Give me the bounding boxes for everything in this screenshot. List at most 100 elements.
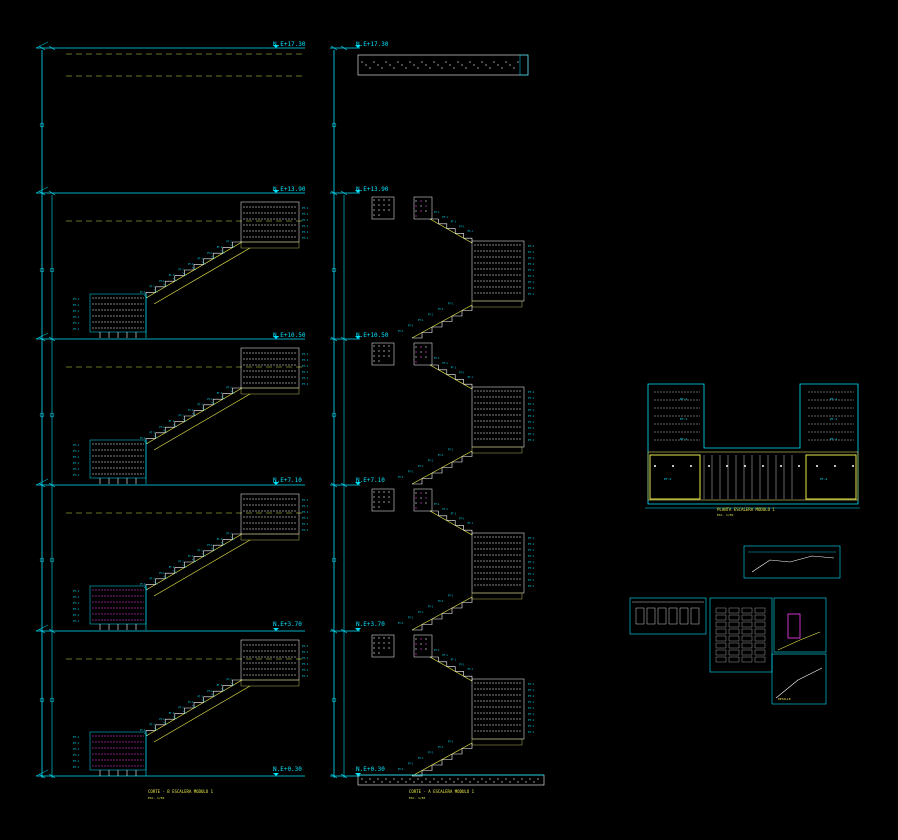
rebar-tag: PT-1 — [302, 212, 309, 216]
cad-line — [48, 190, 56, 196]
stair-slab — [429, 656, 473, 682]
concrete-hatch — [425, 351, 427, 353]
concrete-hatch — [477, 67, 479, 69]
concrete-hatch — [425, 648, 427, 650]
cad-line — [163, 429, 168, 433]
cad-line — [340, 628, 348, 634]
plan-corridor — [647, 451, 859, 501]
stair-step — [462, 451, 473, 457]
concrete-hatch — [453, 67, 455, 69]
cad-line — [35, 769, 49, 777]
cad-line — [48, 773, 56, 779]
rebar-tag: PT-1 — [528, 438, 535, 442]
rebar-tag: PT-1 — [438, 308, 444, 311]
rebar-tag: PT-1 — [830, 397, 837, 401]
rebar-tag: PT-1 — [408, 471, 414, 474]
stair-step — [452, 748, 463, 755]
detail-cell — [728, 614, 740, 621]
rebar-tag: PT-1 — [302, 382, 309, 386]
level-label: N.E+13.90 — [356, 186, 389, 193]
stair-step — [222, 539, 233, 546]
rebar-tag: PT-1 — [302, 230, 309, 234]
rebar-tag: PT-1 — [408, 325, 414, 328]
stair-step — [193, 264, 204, 270]
dimension-marker-icon — [39, 412, 45, 418]
detail-cell — [741, 628, 753, 635]
concrete-hatch — [421, 781, 423, 783]
stair-step — [212, 398, 223, 405]
cad-line — [330, 628, 338, 634]
concrete-hatch — [461, 64, 463, 66]
detail-cell — [728, 621, 740, 628]
concrete-hatch — [429, 781, 431, 783]
rebar-tag: PT-1 — [150, 723, 156, 726]
concrete-hatch — [425, 210, 427, 212]
cad-line — [211, 255, 216, 259]
concrete-hatch — [449, 64, 451, 66]
rebar-tag: PT-1 — [73, 315, 80, 319]
detail-cell — [715, 607, 727, 614]
stair-step — [455, 525, 464, 531]
concrete-hatch — [425, 502, 427, 504]
concrete-hatch — [373, 204, 375, 206]
concrete-hatch — [373, 496, 375, 498]
rebar-tag: PT-1 — [159, 426, 165, 429]
rebar-tag: PT-1 — [398, 622, 404, 625]
concrete-hatch — [373, 214, 375, 216]
rebar-tag: PT-1 — [198, 549, 204, 552]
stair-step — [184, 707, 194, 714]
rebar-tag: PT-1 — [73, 303, 80, 307]
level-label: N.E+10.50 — [356, 332, 389, 339]
cad-rect — [471, 446, 523, 454]
stair-slab — [429, 510, 473, 536]
rebar-tag: PT-1 — [418, 319, 424, 322]
rebar-tag: PT-1 — [302, 358, 309, 362]
concrete-hatch — [415, 215, 417, 217]
rebar-tag: PT-1 — [528, 572, 535, 576]
cad-line — [172, 570, 177, 574]
detail-cell — [754, 649, 766, 656]
concrete-hatch — [425, 64, 427, 66]
stair-step — [446, 520, 456, 526]
stair-step — [412, 332, 423, 339]
rebar-tag: PT-1 — [438, 600, 444, 603]
concrete-hatch — [429, 67, 431, 69]
concrete-hatch — [378, 214, 380, 216]
stair-step — [222, 685, 233, 692]
stair-step — [174, 275, 185, 282]
rebar-tag: PT-1 — [468, 376, 474, 379]
detail-cell — [754, 656, 766, 663]
landing-block — [89, 293, 147, 333]
stair-step — [412, 478, 423, 485]
detail-cell — [715, 621, 727, 628]
rebar-tag: PT-1 — [528, 262, 535, 266]
rebar-tag: PT-1 — [73, 455, 80, 459]
concrete-hatch — [409, 778, 411, 780]
dimension-marker-icon — [39, 122, 45, 128]
stair-step — [232, 387, 242, 394]
cad-line — [48, 628, 56, 634]
landing-block — [471, 678, 525, 740]
concrete-hatch — [369, 778, 371, 780]
concrete-hatch — [378, 360, 380, 362]
detail-cell — [635, 607, 645, 625]
concrete-hatch — [377, 778, 379, 780]
level-marker-icon — [273, 45, 279, 48]
stair-section-b: PT-1PT-1PT-1PT-1PT-1PT-1PT-1PT-1PT-1PT-1… — [35, 41, 309, 779]
cad-rect — [240, 679, 300, 687]
concrete-hatch — [397, 61, 399, 63]
concrete-hatch — [378, 355, 380, 357]
concrete-hatch — [421, 61, 423, 63]
stair-step — [203, 550, 214, 557]
rebar-tag: PT-1 — [73, 741, 80, 745]
detail-frame — [629, 597, 707, 635]
rebar-tag: PT-1 — [418, 465, 424, 468]
rebar-tag: PT-1 — [528, 286, 535, 290]
rebar-tag: PT-1 — [459, 371, 465, 374]
concrete-hatch — [457, 778, 459, 780]
stair-step — [432, 321, 443, 328]
detail-cell — [728, 628, 740, 635]
rebar-tag: PT-1 — [217, 246, 223, 249]
detail-cell — [754, 607, 766, 614]
cad-line — [182, 272, 187, 276]
